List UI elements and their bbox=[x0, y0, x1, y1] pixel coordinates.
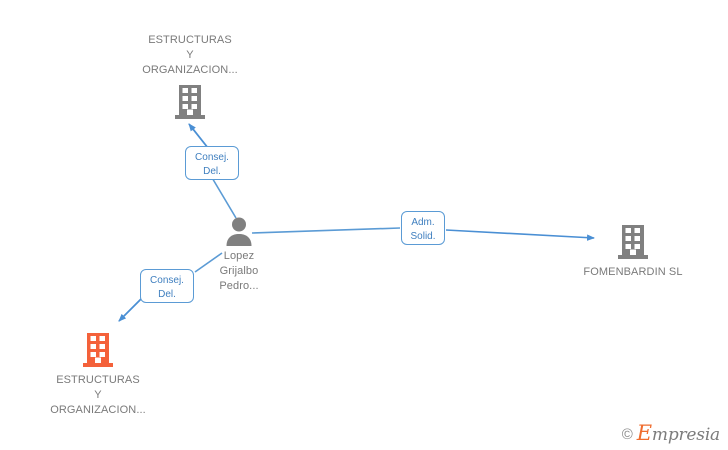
node-estructuras-bottom[interactable]: ESTRUCTURAS Y ORGANIZACION... bbox=[27, 332, 169, 418]
relation-badge-adm-solid[interactable]: Adm. Solid. bbox=[401, 211, 445, 245]
edge-line-top-badge-to-company bbox=[188, 123, 209, 149]
node-fomenbardin[interactable]: FOMENBARDIN SL bbox=[562, 224, 704, 280]
node-label-fomenbardin: FOMENBARDIN SL bbox=[583, 266, 683, 278]
brand-rest: mpresia bbox=[651, 425, 720, 445]
company-building-icon[interactable] bbox=[175, 84, 205, 120]
person-icon[interactable] bbox=[224, 216, 254, 246]
node-label-estructuras-top: ESTRUCTURAS Y ORGANIZACION... bbox=[142, 34, 238, 76]
node-label-person-lopez: Lopez Grijalbo Pedro... bbox=[219, 250, 259, 292]
brand-initial: E bbox=[636, 421, 652, 445]
node-label-estructuras-bottom: ESTRUCTURAS Y ORGANIZACION... bbox=[50, 374, 146, 416]
node-estructuras-top[interactable]: ESTRUCTURAS Y ORGANIZACION... bbox=[120, 33, 260, 120]
watermark-empresia: © Empresia bbox=[621, 421, 720, 445]
edge-line-person-to-top-badge bbox=[210, 175, 237, 219]
node-person-lopez[interactable]: Lopez Grijalbo Pedro... bbox=[168, 216, 310, 294]
copyright-icon: © bbox=[621, 425, 633, 443]
edge-line-bottom-badge-to-company bbox=[118, 297, 143, 322]
relation-badge-consej-del-top[interactable]: Consej. Del. bbox=[185, 146, 239, 180]
company-building-icon[interactable] bbox=[618, 224, 648, 260]
brand-logo-text: Empresia bbox=[636, 421, 720, 445]
company-building-icon[interactable] bbox=[83, 332, 113, 368]
relation-badge-consej-del-bottom[interactable]: Consej. Del. bbox=[140, 269, 194, 303]
